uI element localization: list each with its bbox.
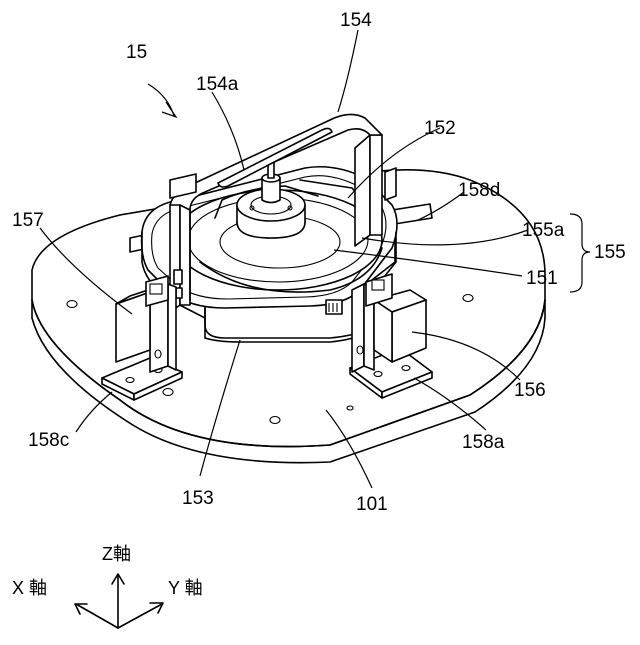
axis-indicator: Z軸 X 軸 Y 軸: [12, 544, 203, 628]
label-158a: 158a: [462, 432, 505, 453]
label-154a: 154a: [196, 74, 239, 95]
label-158d: 158d: [458, 180, 500, 201]
label-15: 15: [126, 42, 147, 63]
label-157: 157: [12, 210, 44, 231]
label-158c: 158c: [28, 430, 69, 451]
label-156: 156: [514, 380, 546, 401]
label-154: 154: [340, 10, 372, 31]
y-axis-label: Y 軸: [168, 578, 203, 598]
x-axis-label: X 軸: [12, 578, 47, 598]
label-155a: 155a: [522, 220, 565, 241]
group-brace: [570, 214, 590, 292]
label-152: 152: [424, 118, 456, 139]
label-155: 155: [594, 242, 626, 263]
label-151: 151: [526, 268, 558, 289]
label-153: 153: [182, 488, 214, 509]
label-101: 101: [356, 494, 388, 515]
z-axis-label: Z軸: [102, 544, 131, 564]
